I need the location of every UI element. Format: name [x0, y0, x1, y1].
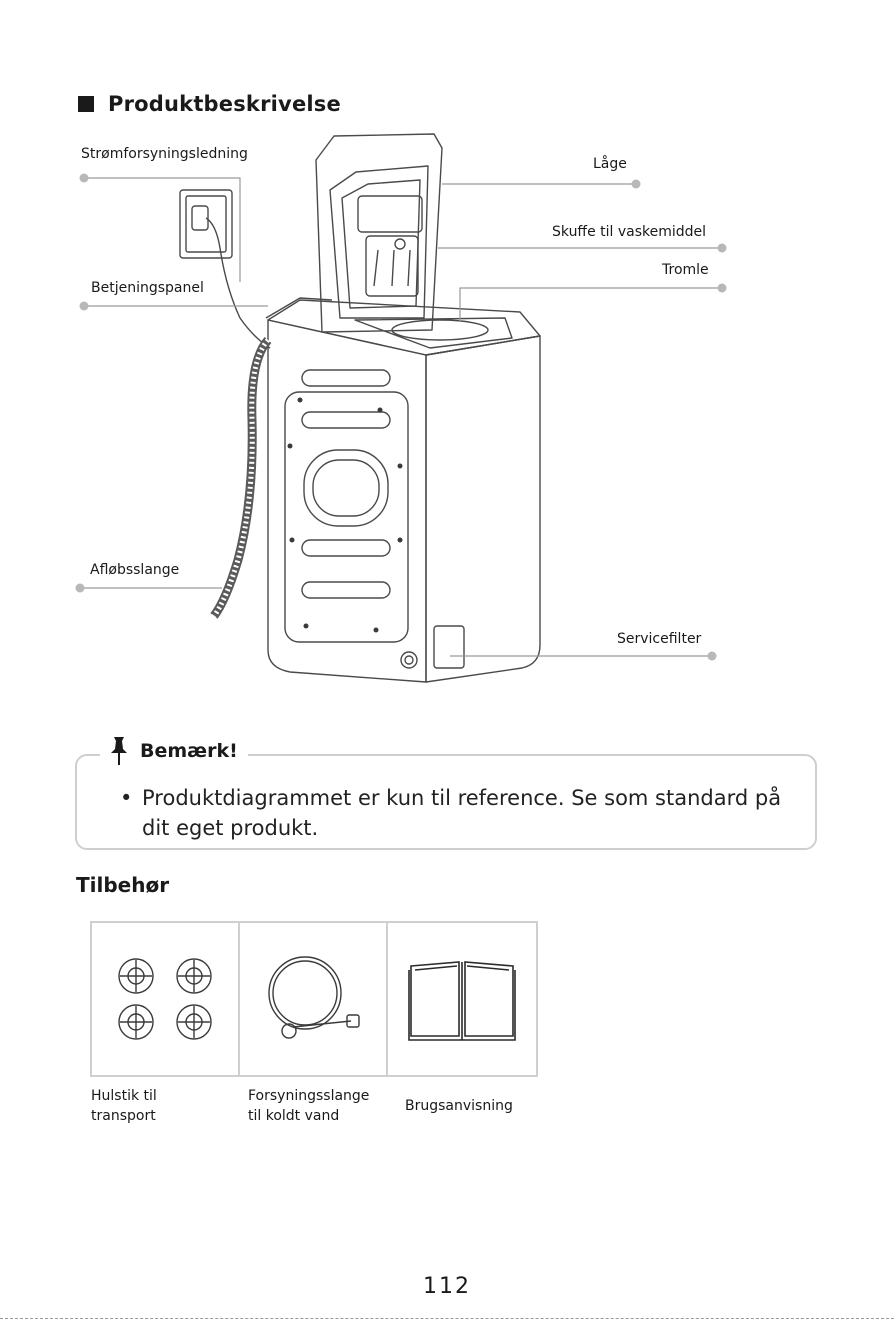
label-drain-hose: Afløbsslange — [90, 562, 179, 578]
label-detergent-drawer: Skuffe til vaskemiddel — [552, 224, 706, 240]
label-service-filter: Servicefilter — [617, 631, 701, 647]
detergent-drawer-icon — [358, 196, 422, 296]
note-bullet: • — [120, 783, 132, 813]
front-plate-icon — [285, 370, 408, 642]
label-control-panel: Betjeningspanel — [91, 280, 204, 296]
label-drum: Tromle — [662, 262, 709, 278]
drain-hose-icon — [214, 340, 268, 616]
pushpin-icon — [106, 735, 132, 767]
wall-socket-icon — [180, 190, 270, 348]
page-number: 112 — [0, 1274, 894, 1299]
accessory-label-manual: Brugsanvisning — [405, 1096, 513, 1116]
note-header: Bemærk! — [100, 735, 248, 767]
section-header: Produktbeskrivelse — [78, 92, 341, 116]
washing-machine-diagram — [0, 130, 894, 700]
accessory-cell-transport-plug — [92, 923, 240, 1075]
note-title: Bemærk! — [140, 740, 238, 762]
label-power-cord: Strømforsyningsledning — [81, 146, 248, 162]
page-bottom-rule — [0, 1318, 894, 1319]
section-title: Produktbeskrivelse — [108, 92, 341, 116]
service-filter-icon — [401, 626, 464, 668]
cold-water-hose-icon — [263, 951, 363, 1047]
square-bullet-icon — [78, 96, 94, 112]
transport-plug-icon — [110, 954, 220, 1044]
label-lid: Låge — [593, 156, 627, 172]
note-content: • Produktdiagrammet er kun til reference… — [120, 783, 800, 843]
accessory-cell-manual — [388, 923, 536, 1075]
accessory-cell-cold-water-hose — [240, 923, 388, 1075]
note-text: Produktdiagrammet er kun til reference. … — [142, 783, 800, 843]
accessories-grid — [90, 921, 538, 1077]
accessories-title: Tilbehør — [76, 873, 169, 897]
accessory-label-cold-water-hose: Forsyningsslange til koldt vand — [248, 1086, 369, 1126]
manual-book-icon — [407, 956, 517, 1042]
accessory-label-transport-plug: Hulstik til transport — [91, 1086, 157, 1126]
